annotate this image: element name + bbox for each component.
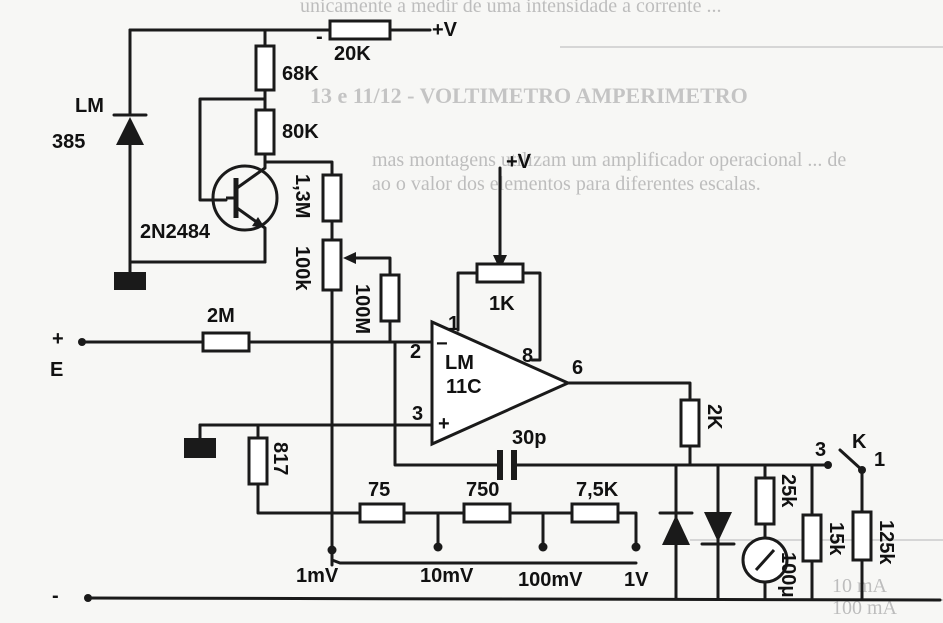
- resistor-68k: [254, 44, 276, 92]
- label-supply-mid: +V: [506, 151, 532, 173]
- resistor-817: [247, 436, 269, 486]
- label-pin-3: 3: [412, 403, 423, 425]
- resistor-2m: [201, 331, 251, 353]
- label-2m: 2M: [207, 305, 235, 327]
- label-15k: 15k: [825, 522, 847, 556]
- resistor-1-3m: [321, 173, 343, 223]
- resistor-125k: [851, 510, 873, 562]
- resistor-2k: [679, 398, 701, 448]
- bg-line-1: mas montagens utilizam um amplificador o…: [372, 149, 846, 171]
- label-switch-1: 1: [874, 449, 885, 471]
- label-input-e: E: [50, 359, 63, 381]
- label-pin-2: 2: [410, 341, 421, 363]
- potentiometer-100k: [321, 238, 343, 292]
- resistor-15k: [801, 513, 823, 563]
- label-supply-top: +V: [432, 19, 458, 41]
- ground-icon-2: [184, 438, 216, 458]
- resistor-7-5k: [570, 502, 620, 524]
- label-2n2484: 2N2484: [140, 221, 211, 243]
- label-25k: 25k: [777, 474, 799, 508]
- label-30p: 30p: [512, 427, 546, 449]
- ground-icon: [114, 272, 146, 290]
- label-100m: 100M: [351, 284, 373, 334]
- label-pin-1: 1: [448, 313, 459, 335]
- potentiometer-1k: [475, 262, 525, 284]
- label-125k: 125k: [875, 520, 897, 565]
- label-range-1mv: 1mV: [296, 565, 339, 587]
- label-75: 75: [368, 479, 390, 501]
- resistor-750: [462, 502, 512, 524]
- zener-diode-icon: [116, 117, 144, 145]
- resistor-80k: [254, 108, 276, 156]
- diode-icon-1: [662, 515, 690, 545]
- label-80k: 80K: [282, 121, 319, 143]
- resistor-20k: [328, 19, 392, 41]
- label-100u: 100μ: [777, 552, 799, 598]
- label-pin-6: 6: [572, 357, 583, 379]
- opamp-plus-sign: +: [438, 413, 450, 435]
- switch-k-lever: [838, 448, 864, 472]
- label-2k: 2K: [703, 404, 725, 430]
- label-20k: 20K: [334, 43, 371, 65]
- label-minus-rail: -: [52, 585, 59, 607]
- label-pin-8: 8: [522, 345, 533, 367]
- label-1-3m: 1,3M: [291, 174, 313, 218]
- opamp-minus-sign: −: [436, 333, 448, 355]
- resistor-100m: [379, 273, 401, 323]
- label-opamp-lm: LM: [445, 352, 474, 374]
- label-range-100mv: 100mV: [518, 569, 583, 591]
- label-lm: LM: [75, 95, 104, 117]
- bg-table-row-2: 100 mA: [832, 597, 898, 619]
- label-switch-3: 3: [815, 439, 826, 461]
- label-plus-input: +: [52, 328, 64, 350]
- bg-table-row-1: 10 mA: [832, 575, 888, 597]
- label-range-1v: 1V: [624, 569, 649, 591]
- label-switch-k: K: [852, 431, 867, 453]
- bg-line-2: ao o valor dos elementos para diferentes…: [372, 173, 761, 195]
- capacitor-30p: [497, 450, 517, 480]
- label-opamp-11c: 11C: [446, 376, 482, 398]
- label-range-10mv: 10mV: [420, 565, 474, 587]
- label-7-5k: 7,5K: [576, 479, 619, 501]
- bg-heading: 13 e 11/12 - VOLTIMETRO AMPERIMETRO: [310, 83, 748, 108]
- label-68k: 68K: [282, 63, 319, 85]
- resistor-75: [358, 502, 406, 524]
- label-100k: 100k: [291, 246, 313, 291]
- label-1k: 1K: [489, 293, 515, 315]
- svg-text:-: -: [316, 26, 323, 48]
- resistor-25k: [754, 476, 776, 526]
- label-750: 750: [466, 479, 499, 501]
- bg-top-line: unicamente a medir de uma intensidade a …: [300, 0, 721, 17]
- label-817: 817: [269, 442, 291, 475]
- opamp-icon: [430, 319, 572, 447]
- diode-icon-2: [704, 512, 732, 542]
- transistor-icon: [211, 164, 279, 232]
- label-385: 385: [52, 131, 85, 153]
